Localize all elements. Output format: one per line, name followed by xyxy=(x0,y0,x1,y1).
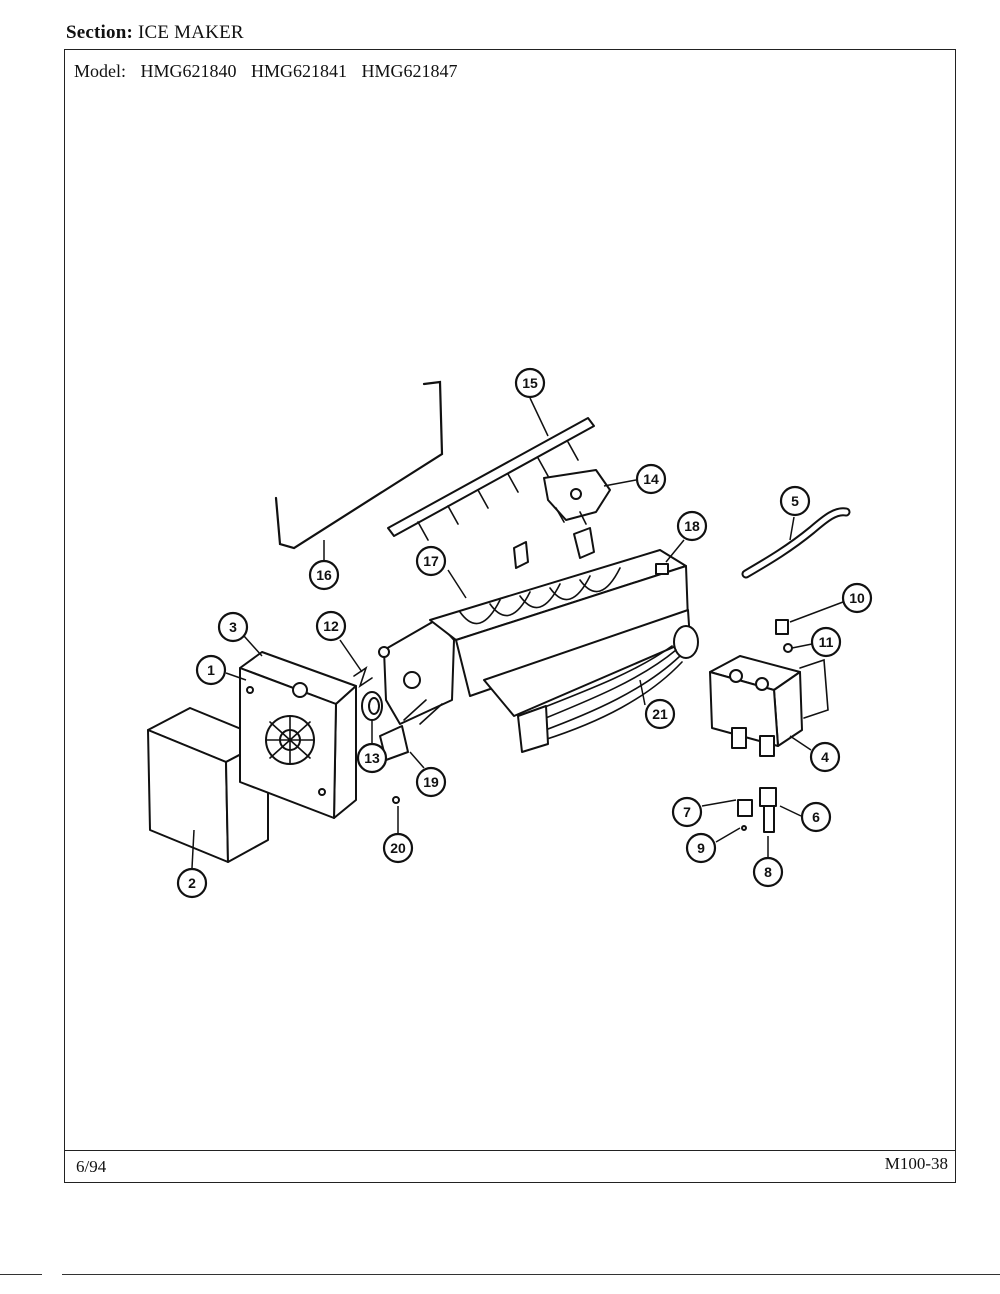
model-label: Model: xyxy=(74,61,126,81)
model-number: HMG621840 xyxy=(140,61,237,81)
callout-2: 2 xyxy=(176,867,208,899)
svg-text:4: 4 xyxy=(821,749,829,765)
part-thermostat xyxy=(655,563,669,575)
part-control-housing xyxy=(239,651,357,819)
callout-1: 1 xyxy=(195,654,227,686)
svg-text:10: 10 xyxy=(849,590,865,606)
svg-text:20: 20 xyxy=(390,840,406,856)
scan-mark-right xyxy=(62,1274,1000,1275)
callout-17: 17 xyxy=(415,545,447,577)
svg-text:11: 11 xyxy=(819,634,834,650)
svg-text:19: 19 xyxy=(423,774,439,790)
part-ice-mold xyxy=(429,527,689,697)
section-value: ICE MAKER xyxy=(138,22,244,43)
part-couplings xyxy=(737,787,777,833)
callout-13: 13 xyxy=(356,742,388,774)
leader-lines xyxy=(191,397,844,869)
callout-12: 12 xyxy=(315,610,347,642)
callout-8: 8 xyxy=(752,856,784,888)
part-wire-harness xyxy=(517,625,699,753)
frame-footer-rule xyxy=(64,1150,956,1151)
svg-text:18: 18 xyxy=(684,518,700,534)
callout-9: 9 xyxy=(685,832,717,864)
part-motor xyxy=(361,691,383,721)
svg-text:7: 7 xyxy=(683,804,691,820)
part-cover-box xyxy=(147,707,269,863)
svg-text:9: 9 xyxy=(697,840,705,856)
callout-10: 10 xyxy=(841,582,873,614)
svg-text:8: 8 xyxy=(764,864,772,880)
footer-page-code: M100-38 xyxy=(884,1154,948,1173)
callout-5: 5 xyxy=(779,485,811,517)
svg-text:16: 16 xyxy=(316,567,332,583)
part-shutoff-arm xyxy=(274,380,444,550)
part-mold-end-bracket xyxy=(378,619,455,725)
callout-11: 11 xyxy=(810,626,842,658)
svg-text:15: 15 xyxy=(522,375,538,391)
callout-3: 3 xyxy=(217,611,249,643)
svg-text:5: 5 xyxy=(791,493,799,509)
model-number: HMG621847 xyxy=(361,61,458,81)
part-valve-fittings xyxy=(775,619,793,653)
svg-text:12: 12 xyxy=(323,618,339,634)
callout-19: 19 xyxy=(415,766,447,798)
part-clip xyxy=(353,666,373,688)
callout-6: 6 xyxy=(800,801,832,833)
svg-text:21: 21 xyxy=(652,706,668,722)
svg-text:3: 3 xyxy=(229,619,237,635)
model-line: Model: HMG621840 HMG621841 HMG621847 xyxy=(74,61,468,82)
svg-text:14: 14 xyxy=(643,471,659,487)
part-fill-tube xyxy=(741,507,851,579)
section-label: Section: xyxy=(66,22,134,43)
part-ejector-shaft xyxy=(387,417,595,541)
part-water-valve xyxy=(709,655,829,757)
callout-16: 16 xyxy=(308,559,340,591)
svg-text:13: 13 xyxy=(364,750,380,766)
callout-18: 18 xyxy=(676,510,708,542)
svg-text:6: 6 xyxy=(812,809,820,825)
svg-text:17: 17 xyxy=(423,553,439,569)
part-shutoff-bracket xyxy=(543,469,611,525)
callout-21: 21 xyxy=(644,698,676,730)
callout-7: 7 xyxy=(671,796,703,828)
section-header: Section: ICE MAKER xyxy=(66,22,244,44)
callout-14: 14 xyxy=(635,463,667,495)
svg-text:1: 1 xyxy=(207,662,215,678)
callout-4: 4 xyxy=(809,741,841,773)
scan-mark-left xyxy=(0,1274,42,1275)
callout-20: 20 xyxy=(382,832,414,864)
diagram-frame xyxy=(64,49,956,1183)
part-heater-bracket xyxy=(379,725,409,804)
svg-text:2: 2 xyxy=(188,875,196,891)
callout-15: 15 xyxy=(514,367,546,399)
footer-date: 6/94 xyxy=(76,1157,107,1176)
model-number: HMG621841 xyxy=(251,61,348,81)
